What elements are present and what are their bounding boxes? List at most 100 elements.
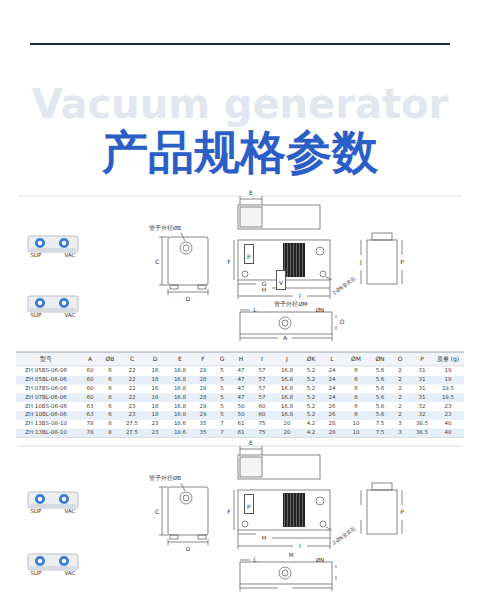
- dimension: H: [261, 535, 268, 541]
- table-cell: 5.6: [376, 377, 385, 383]
- table-cell: 23: [129, 413, 136, 419]
- table-header: ØB: [106, 356, 115, 362]
- dimension: E: [249, 190, 253, 196]
- table-cell: 19.5: [442, 395, 454, 401]
- table-cell: 5: [220, 395, 224, 401]
- table-cell: 50: [238, 404, 245, 410]
- table-cell: 31: [419, 386, 426, 392]
- dimension: C: [155, 259, 159, 265]
- dimension: P: [399, 509, 405, 515]
- table-cell: 7: [220, 430, 224, 436]
- table-cell: 16.8: [174, 395, 186, 401]
- dimension: C: [155, 509, 159, 515]
- table-cell: 22: [129, 377, 136, 383]
- table-cell: ZH 07BL-06-06: [25, 395, 66, 401]
- table-cell: 31: [419, 377, 426, 383]
- table-cell: 40: [445, 421, 452, 427]
- table-cell: 6: [108, 395, 112, 401]
- dimension: L: [253, 307, 256, 313]
- table-cell: 40: [445, 430, 452, 436]
- dimension: ØN: [316, 308, 324, 314]
- table-cell: 18.6: [174, 430, 186, 436]
- dimension: P: [399, 259, 405, 265]
- table-cell: 5.6: [376, 404, 385, 410]
- table-cell: 47: [238, 369, 245, 375]
- table-cell: 18: [152, 413, 159, 419]
- table-cell: 28: [329, 430, 336, 436]
- table-cell: 31: [419, 369, 426, 375]
- port-label: SUP: [31, 509, 42, 515]
- table-cell: 18: [152, 404, 159, 410]
- table-header: 型号: [40, 356, 52, 362]
- table-cell: 63: [87, 413, 94, 419]
- table-header: ØM: [351, 356, 361, 362]
- table-cell: 47: [238, 386, 245, 392]
- dimension: F: [227, 259, 230, 265]
- table-cell: 38.5: [416, 421, 428, 427]
- table-header: ØK: [307, 356, 316, 362]
- table-header: F: [201, 356, 204, 362]
- table-cell: 5.2: [307, 369, 316, 375]
- port-label: VAC: [65, 313, 76, 319]
- table-cell: 28: [200, 395, 207, 401]
- table-cell: 22: [129, 369, 136, 375]
- dimension: F: [227, 509, 230, 515]
- table-cell: 16: [152, 369, 159, 375]
- table-cell: 23: [445, 413, 452, 419]
- table-cell: 29: [200, 413, 207, 419]
- table-cell: 38.5: [416, 430, 428, 436]
- port-label: SUP: [31, 253, 42, 259]
- table-cell: 5.2: [307, 395, 316, 401]
- table-cell: 28: [200, 377, 207, 383]
- table-cell: 24: [329, 369, 336, 375]
- page-title: 产品规格参数: [102, 129, 378, 175]
- table-cell: 16.8: [174, 404, 186, 410]
- table-cell: 3: [398, 430, 402, 436]
- table-cell: 60: [87, 369, 94, 375]
- table-cell: 5.2: [307, 377, 316, 383]
- marker-box: P: [244, 494, 254, 514]
- marker-box: P: [244, 244, 254, 264]
- table-cell: 19: [445, 377, 452, 383]
- table-cell: 6: [354, 386, 358, 392]
- table-cell: 24: [329, 377, 336, 383]
- dimension: ØN: [316, 558, 324, 564]
- table-cell: 7: [220, 421, 224, 427]
- table-cell: 78: [87, 421, 94, 427]
- table-cell: 6: [354, 395, 358, 401]
- dimension: E: [249, 440, 253, 446]
- table-cell: ZH 13BL-08-10: [25, 430, 66, 436]
- table-cell: 31: [419, 395, 426, 401]
- table-cell: 5.2: [307, 404, 316, 410]
- table-cell: 24: [329, 395, 336, 401]
- dimension: O: [340, 319, 345, 325]
- table-cell: 10: [353, 421, 360, 427]
- table-cell: 5: [220, 413, 224, 419]
- table-cell: 3: [398, 421, 402, 427]
- table-cell: ZH 05BL-06-06: [25, 377, 66, 383]
- table-cell: 47: [238, 377, 245, 383]
- table-cell: 16.8: [281, 386, 293, 392]
- table-cell: 16.8: [281, 369, 293, 375]
- table-header: J: [286, 356, 288, 362]
- table-cell: 24: [329, 386, 336, 392]
- table-cell: 2: [398, 413, 402, 419]
- dimension: I: [298, 293, 302, 299]
- dimension: L: [253, 557, 256, 563]
- table-cell: 16.8: [174, 377, 186, 383]
- table-cell: 6: [354, 377, 358, 383]
- table-cell: 57: [259, 377, 266, 383]
- table-cell: 60: [87, 386, 94, 392]
- table-cell: 27.5: [126, 430, 138, 436]
- table-cell: 35: [200, 421, 207, 427]
- table-header: H: [239, 356, 244, 362]
- port-label: VAC: [65, 571, 76, 577]
- dimension: D: [186, 546, 191, 552]
- table-cell: 32: [419, 413, 426, 419]
- table-cell: 18.6: [174, 421, 186, 427]
- table-cell: 61: [238, 430, 245, 436]
- port-label: SUP: [31, 313, 42, 319]
- table-cell: 61: [238, 421, 245, 427]
- dimension: I: [298, 543, 302, 549]
- table-cell: 6: [108, 386, 112, 392]
